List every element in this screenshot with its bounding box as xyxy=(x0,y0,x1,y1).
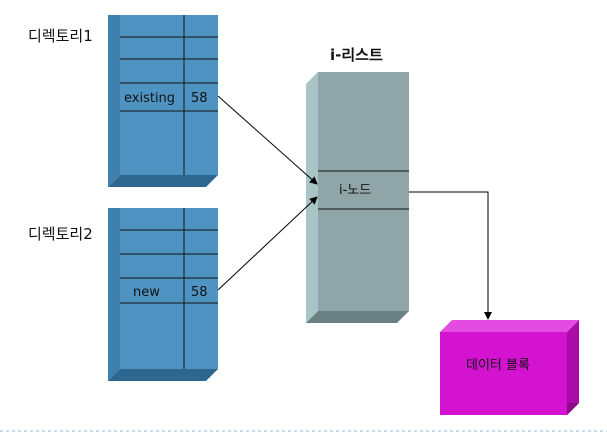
arrow-inode-to-data-block xyxy=(409,191,492,320)
data-block: 데이터 블록 xyxy=(440,320,579,415)
data-block-right-face xyxy=(567,320,579,415)
data-block-top-face xyxy=(440,320,579,332)
ilist-bottom-face xyxy=(306,311,409,323)
directory-2-entry-name: new xyxy=(133,285,160,300)
ilist-block: i-노드 xyxy=(306,72,409,323)
directory-2-left-face xyxy=(108,208,120,381)
directory-2-bottom-face xyxy=(108,369,218,381)
directory-1-entry-inode: 58 xyxy=(191,91,208,106)
directory-2-front-face xyxy=(120,208,218,369)
directory-1-title: 디렉토리1 xyxy=(28,27,93,45)
directory-2-block: new 58 xyxy=(108,208,218,381)
ilist-title: i-리스트 xyxy=(330,46,383,64)
data-block-label: 데이터 블록 xyxy=(466,358,530,373)
directory-1-left-face xyxy=(108,15,120,187)
arrow-new-to-inode xyxy=(217,196,318,291)
arrow-existing-to-inode xyxy=(217,95,318,185)
directory-2-entry-inode: 58 xyxy=(191,285,208,300)
directory-1-bottom-face xyxy=(108,175,218,187)
data-block-front-face xyxy=(440,332,567,415)
ilist-front-face xyxy=(318,72,409,311)
directory-1-block: existing 58 xyxy=(108,15,218,187)
directory-1-entry-name: existing xyxy=(124,91,175,106)
directory-1-front-face xyxy=(120,15,218,175)
directory-2-title: 디렉토리2 xyxy=(28,225,93,243)
ilist-inode-label: i-노드 xyxy=(339,183,371,198)
